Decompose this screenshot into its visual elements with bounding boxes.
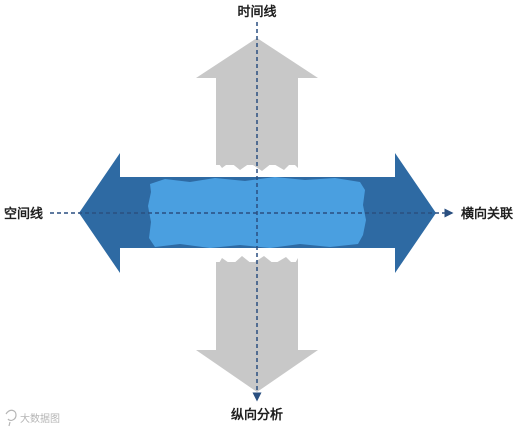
label-right: 横向关联 xyxy=(461,206,513,222)
vertical-arrow-down xyxy=(196,262,318,392)
watermark-logo-icon xyxy=(5,409,17,427)
watermark-text: 大数据图 xyxy=(20,412,60,425)
watermark: 大数据图 xyxy=(5,409,60,427)
label-bottom: 纵向分析 xyxy=(231,407,283,423)
label-top: 时间线 xyxy=(237,4,276,20)
label-left: 空间线 xyxy=(4,206,43,222)
